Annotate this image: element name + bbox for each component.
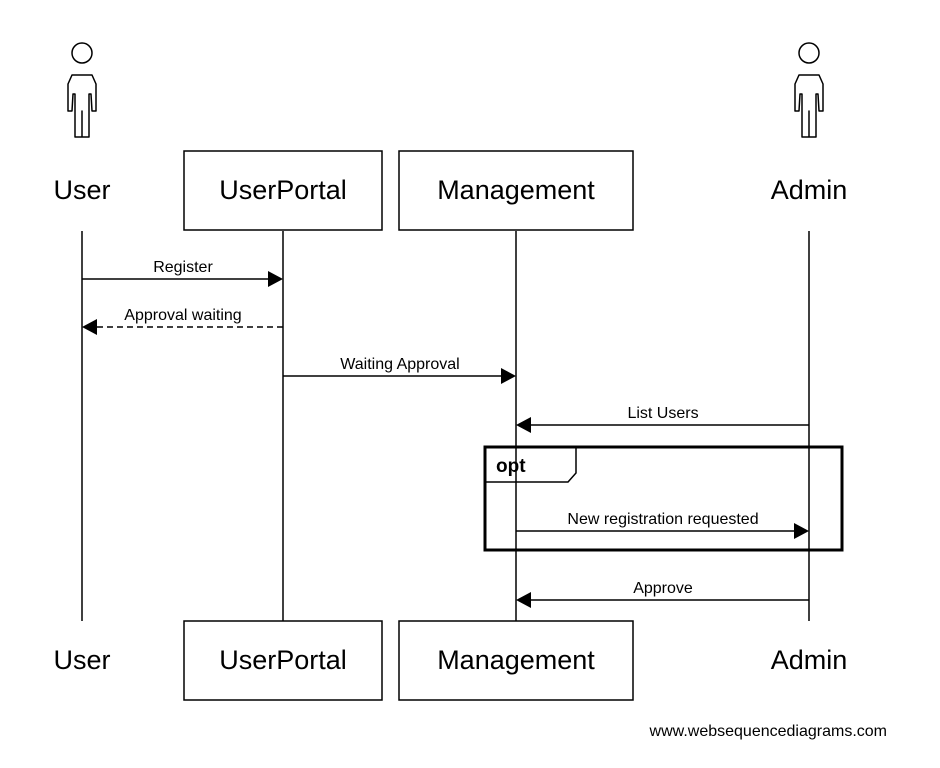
message-approval-waiting-arrowhead [82,319,97,335]
opt-fragment-label: opt [496,456,526,477]
participant-admin-bottom: Admin [771,645,848,675]
message-new-registration-arrowhead [794,523,809,539]
message-approve-label: Approve [633,580,693,597]
participant-management-bottom: Management [437,645,595,675]
participant-management-top: Management [437,175,595,205]
message-approval-waiting-label: Approval waiting [124,307,241,324]
message-approve-arrowhead [516,592,531,608]
message-register-arrowhead [268,271,283,287]
user-person-icon [67,42,97,138]
message-register-label: Register [153,259,213,276]
opt-fragment-frame [483,445,844,552]
participant-userportal-bottom: UserPortal [219,645,347,675]
message-list-users-label: List Users [627,405,698,422]
userportal-box-top [183,150,383,231]
participant-userportal-top: UserPortal [219,175,347,205]
admin-person-icon [794,42,824,138]
watermark: www.websequencediagrams.com [649,723,887,740]
message-waiting-approval-arrowhead [501,368,516,384]
participant-user-bottom: User [53,645,110,675]
message-new-registration-label: New registration requested [567,511,758,528]
management-box-bottom [398,620,634,701]
participant-admin-top: Admin [771,175,848,205]
message-waiting-approval-label: Waiting Approval [340,356,459,373]
message-list-users-arrowhead [516,417,531,433]
management-box-top [398,150,634,231]
participant-user-top: User [53,175,110,205]
opt-fragment-tab [485,447,577,483]
